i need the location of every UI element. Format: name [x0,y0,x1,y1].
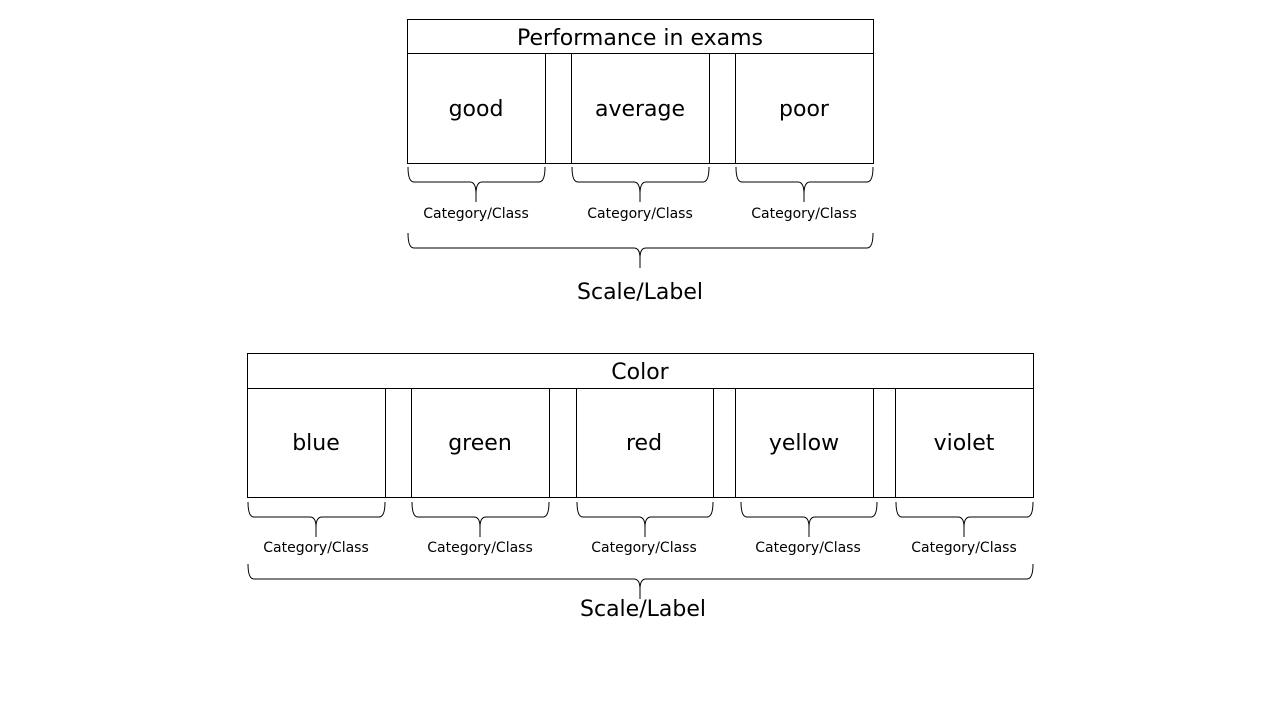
scale-caption: Scale/Label [577,280,703,305]
scale-brace [407,232,874,268]
category-brace [740,501,878,537]
category-box [735,53,874,164]
category-caption: Category/Class [751,206,857,222]
diagram-performance: Performance in exams good average poor C… [407,19,874,305]
category-caption: Category/Class [263,540,369,556]
category-label: poor [779,97,830,122]
category-brace [411,501,550,537]
category-label: good [449,97,504,122]
category-label: blue [292,431,340,456]
category-box [411,388,550,498]
category-label: yellow [769,431,839,456]
category-caption: Category/Class [755,540,861,556]
category-box [576,388,714,498]
category-caption: Category/Class [423,206,529,222]
category-label: average [595,97,685,122]
category-caption: Category/Class [587,206,693,222]
category-box [571,53,710,164]
category-box [735,388,874,498]
category-label: green [448,431,512,456]
category-label: red [626,431,662,456]
header-box [407,19,874,54]
scale-caption: Scale/Label [580,597,706,622]
category-caption: Category/Class [911,540,1017,556]
category-caption: Category/Class [427,540,533,556]
category-box [407,53,546,164]
category-brace [576,501,714,537]
category-box [247,388,386,498]
category-box [895,388,1034,498]
category-brace [571,166,710,202]
category-brace [735,166,874,202]
scale-brace [247,563,1034,599]
header-box [247,353,1034,389]
category-brace [895,501,1034,537]
category-label: violet [934,431,995,456]
category-caption: Category/Class [591,540,697,556]
category-brace [247,501,386,537]
diagram-color: Color blue green red yellow violet Categ… [247,353,1034,622]
header-label: Color [611,360,669,385]
category-brace [407,166,546,202]
header-label: Performance in exams [517,26,763,51]
